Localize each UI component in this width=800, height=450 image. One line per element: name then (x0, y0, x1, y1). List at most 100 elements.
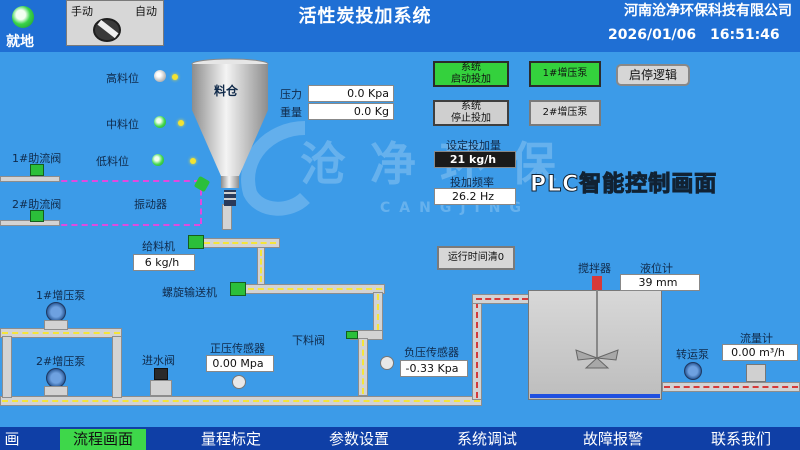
dosing-frequency-label: 投加频率 (450, 176, 494, 189)
start-stop-logic-button[interactable]: 启停逻辑 (616, 64, 690, 86)
low-level-label: 低料位 (96, 155, 129, 168)
pump-loop-right-pipe (112, 336, 122, 398)
tank-outlet-flow-line (664, 386, 798, 388)
pressure-value: 0.0 Kpa (308, 85, 394, 102)
mixer-blade-icon (575, 349, 619, 369)
mid-level-led (154, 116, 166, 128)
feeder-label: 给料机 (142, 240, 175, 253)
assist-air-line-vertical (200, 180, 202, 224)
mid-level-label: 中料位 (106, 118, 139, 131)
company-name: 河南沧净环保科技有限公司 (624, 3, 792, 19)
boost-pump1-label: 1#增压泵 (36, 289, 86, 302)
nav-item-alarms[interactable]: 故障报警 (582, 430, 643, 448)
nav-item-debug[interactable]: 系统调试 (456, 430, 517, 448)
page-title: 活性炭投加系统 (298, 6, 432, 27)
tank-feed-vertical-flow-line (476, 302, 478, 398)
nav-item-contact[interactable]: 联系我们 (710, 430, 771, 448)
tank-feed-flow-line (476, 298, 528, 300)
transfer-pump-icon[interactable] (684, 362, 702, 380)
system-stop-button[interactable]: 系统 停止投加 (433, 100, 509, 126)
assist-valve2-label: 2#助流阀 (12, 198, 62, 211)
feeder-down-flow-line (260, 250, 262, 282)
discharge-valve-label: 下料阀 (292, 334, 325, 347)
feeder-motor-icon[interactable] (188, 235, 204, 249)
assist-air-line-1 (0, 180, 200, 182)
low-level-led (152, 154, 164, 166)
boost-pump1-base (44, 320, 68, 330)
boost-pump1-icon[interactable] (46, 302, 66, 322)
screw-down-flow-line (377, 294, 379, 330)
nav-item-parameters[interactable]: 参数设置 (328, 430, 389, 448)
main-water-flow-line (2, 400, 480, 402)
runtime-reset-button[interactable]: 运行时间清0 (437, 246, 515, 270)
hopper-label: 料仓 (214, 84, 239, 98)
inlet-valve-label: 进水阀 (142, 354, 175, 367)
discharge-valve-icon[interactable] (346, 331, 358, 339)
boost-pump1-button[interactable]: 1#增压泵 (529, 61, 601, 87)
screw-conveyor-label: 螺旋输送机 (162, 286, 217, 299)
low-level-sensor-icon (190, 158, 196, 164)
switch-auto-label: 自动 (135, 5, 157, 18)
switch-manual-label: 手动 (71, 5, 93, 18)
mixer-motor-icon[interactable] (592, 276, 602, 290)
nav-item-calibration[interactable]: 量程标定 (200, 430, 261, 448)
assist-valve1-icon[interactable] (30, 164, 44, 176)
boost-pump2-button[interactable]: 2#增压泵 (529, 100, 601, 126)
nav-item-overview[interactable]: 画面 (4, 430, 20, 448)
feeder-rate-value: 6 kg/h (133, 254, 195, 271)
hopper-silo (191, 58, 269, 206)
pressure-label: 压力 (280, 88, 302, 101)
mixer-label: 搅拌器 (578, 262, 611, 275)
weight-label: 重量 (280, 106, 302, 119)
inlet-valve-icon[interactable] (154, 368, 168, 380)
tank-water-level (530, 394, 660, 398)
boost-pump2-icon[interactable] (46, 368, 66, 388)
assist-valve2-icon[interactable] (30, 210, 44, 222)
positive-pressure-gauge-icon (232, 375, 246, 389)
level-meter-label: 液位计 (640, 262, 673, 275)
pump-loop-flow-line (2, 332, 120, 334)
setpoint-value-input[interactable]: 21 kg/h (434, 151, 516, 168)
high-level-sensor-icon (172, 74, 178, 80)
transfer-pump-label: 转运泵 (676, 348, 709, 361)
local-mode-indicator (12, 6, 34, 28)
current-date: 2026/01/06 (608, 27, 697, 43)
nav-item-process[interactable]: 流程画面 (60, 429, 146, 450)
negative-pressure-gauge-icon (380, 356, 394, 370)
assist-air-line-2 (0, 224, 200, 226)
assist-valve1-pipe (0, 176, 60, 182)
setpoint-label: 设定投加量 (446, 139, 501, 152)
bottom-nav-bar (0, 427, 800, 450)
high-level-led (154, 70, 166, 82)
watermark-logo-icon (241, 121, 310, 216)
mixer-shaft (596, 290, 598, 360)
weight-value: 0.0 Kg (308, 103, 394, 120)
flow-meter-icon (746, 364, 766, 382)
discharge-flow-line (362, 340, 364, 394)
positive-pressure-label: 正压传感器 (210, 342, 265, 355)
negative-pressure-label: 负压传感器 (404, 346, 459, 359)
system-start-button[interactable]: 系统 启动投加 (433, 61, 509, 87)
current-time: 16:51:46 (710, 27, 780, 43)
screw-motor-icon[interactable] (230, 282, 246, 296)
positive-pressure-value: 0.00 Mpa (206, 355, 274, 372)
plc-control-title: PLC智能控制画面 (529, 172, 718, 198)
level-meter-value: 39 mm (620, 274, 700, 291)
local-mode-label: 就地 (6, 34, 34, 50)
boost-pump2-label: 2#增压泵 (36, 355, 86, 368)
mid-level-sensor-icon (178, 120, 184, 126)
flow-meter-label: 流量计 (740, 332, 773, 345)
vibrator-label: 振动器 (134, 198, 167, 211)
manual-auto-switch[interactable]: 手动 自动 (66, 0, 164, 46)
flow-meter-value: 0.00 m³/h (722, 344, 798, 361)
dosing-frequency-value: 26.2 Hz (434, 188, 516, 205)
feeder-flow-line (204, 242, 276, 244)
assist-valve1-label: 1#助流阀 (12, 152, 62, 165)
high-level-label: 高料位 (106, 72, 139, 85)
screw-flow-line (248, 288, 382, 290)
pump-loop-left-pipe (2, 336, 12, 398)
boost-pump2-base (44, 386, 68, 396)
inlet-valve-body (150, 380, 172, 396)
negative-pressure-value: -0.33 Kpa (400, 360, 468, 377)
watermark-logo-text: 沧 净 环 保 (300, 137, 561, 191)
